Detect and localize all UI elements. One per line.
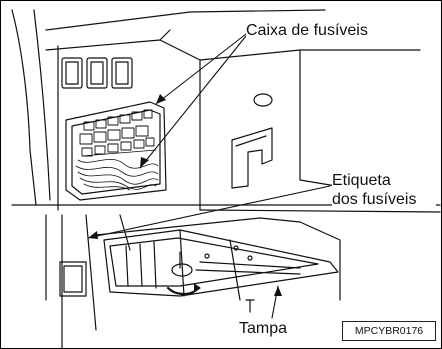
release-knob — [166, 251, 201, 296]
fuse-label-line2: dos fusíveis — [332, 191, 417, 208]
fuse-label-callout: Etiqueta dos fusíveis — [332, 171, 436, 209]
fuse-box-label: Caixa de fusíveis — [246, 21, 368, 40]
callout-arrowheads — [88, 94, 282, 296]
callout-leaders — [87, 33, 331, 319]
fuse-box — [65, 101, 167, 201]
glovebox-recess — [45, 214, 341, 349]
panel-details — [231, 93, 273, 189]
figure-code-box: MPCYBR0176 — [342, 321, 436, 341]
switch-block — [61, 57, 133, 89]
fuse-cover — [103, 229, 339, 297]
cover-label: Tampa — [239, 319, 288, 338]
fuse-label-line1: Etiqueta — [332, 172, 391, 189]
